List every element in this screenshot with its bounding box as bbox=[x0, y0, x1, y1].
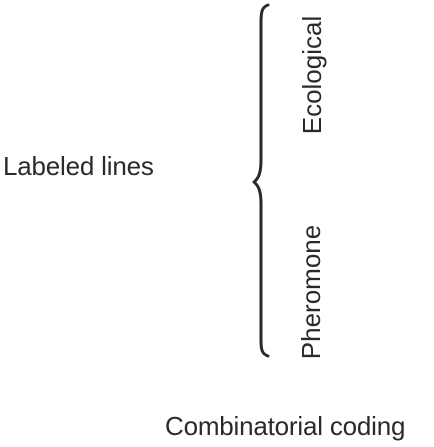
brace-path bbox=[252, 3, 270, 358]
ecological-label: Ecological bbox=[297, 15, 327, 135]
pheromone-label: Pheromone bbox=[296, 224, 326, 360]
curly-brace bbox=[252, 3, 270, 358]
combinatorial-coding-label: Combinatorial coding bbox=[165, 411, 406, 441]
labeled-lines-label: Labeled lines bbox=[3, 151, 154, 181]
